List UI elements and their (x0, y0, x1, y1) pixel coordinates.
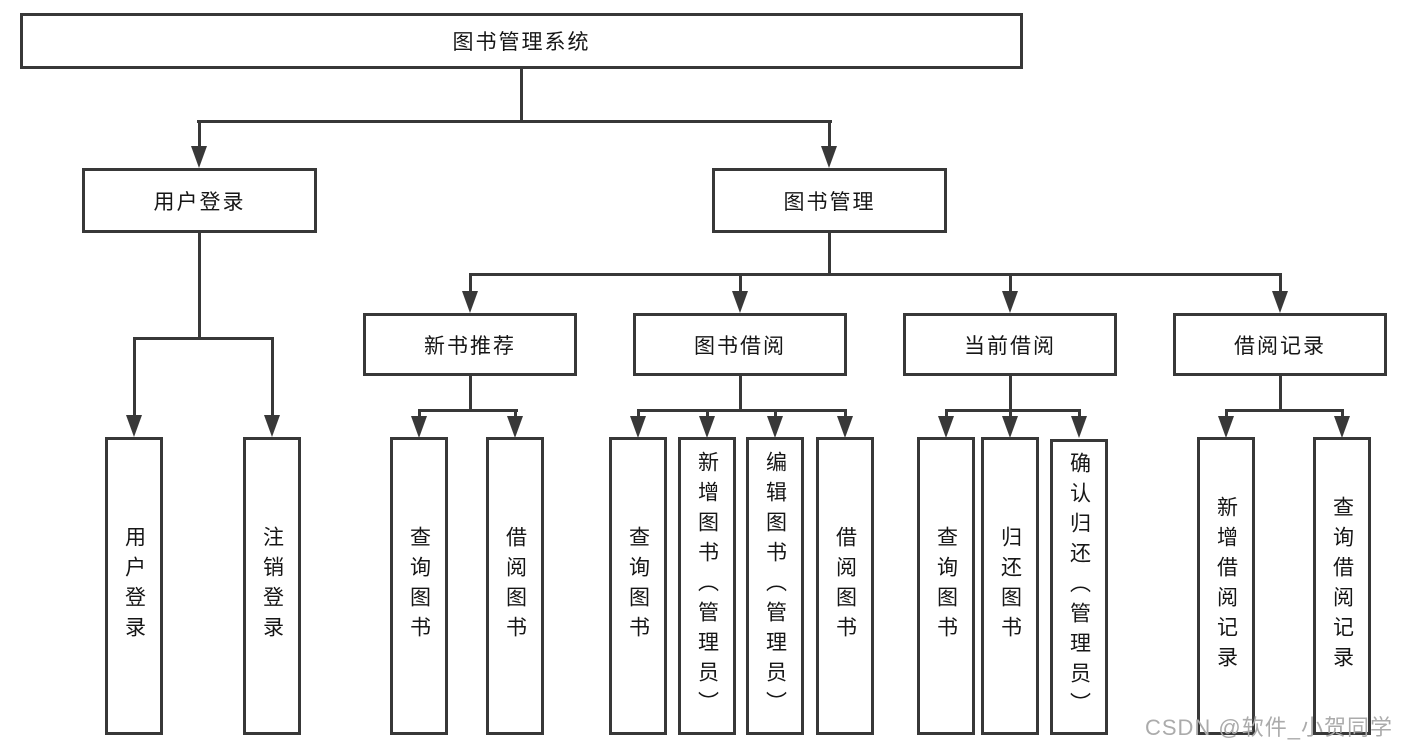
leaf-label: 确认归还（管理员） (1067, 452, 1091, 722)
connector-to-leaf (637, 409, 640, 419)
connector-new-book-stem (469, 376, 472, 412)
leaf-logout: 注销登录 (243, 437, 301, 735)
connector-to-leaf-logout (271, 337, 274, 417)
arrowhead-leaf (938, 416, 954, 438)
arrowhead-leaf (630, 416, 646, 438)
arrowhead-new-book (462, 291, 478, 313)
leaf-query-borrow-record: 查询借阅记录 (1313, 437, 1371, 735)
connector-to-leaf (1225, 409, 1228, 419)
connector-user-login-stem (198, 233, 201, 340)
connector-level3-rail (469, 273, 1282, 276)
leaf-user-login: 用户登录 (105, 437, 163, 735)
connector-borrow-records-rail (1225, 409, 1344, 412)
leaf-add-borrow-record: 新增借阅记录 (1197, 437, 1255, 735)
leaf-return-books: 归还图书 (981, 437, 1039, 735)
leaf-label: 查询借阅记录 (1330, 496, 1354, 676)
arrowhead-leaf (1002, 416, 1018, 438)
leaf-label: 用户登录 (122, 526, 146, 646)
node-label: 图书管理 (783, 190, 876, 214)
connector-book-management-stem (828, 233, 831, 276)
node-label: 用户登录 (153, 190, 246, 214)
connector-to-leaf (945, 409, 948, 419)
connector-user-login-rail (133, 337, 274, 340)
node-user-login: 用户登录 (82, 168, 317, 233)
connector-new-book-rail (418, 409, 518, 412)
arrowhead-leaf (837, 416, 853, 438)
connector-to-leaf (418, 409, 421, 419)
node-label: 图书借阅 (694, 334, 786, 358)
node-book-management: 图书管理 (712, 168, 947, 233)
connector-to-leaf (514, 409, 517, 419)
connector-to-leaf (1078, 409, 1081, 419)
node-label: 借阅记录 (1234, 334, 1326, 358)
connector-to-leaf (1341, 409, 1344, 419)
arrowhead-current-borrow (1002, 291, 1018, 313)
connector-current-borrow-rail (945, 409, 1081, 412)
leaf-label: 新增借阅记录 (1214, 496, 1238, 676)
csdn-watermark: CSDN @软件_小贺同学 (1144, 715, 1393, 740)
connector-to-leaf (844, 409, 847, 419)
arrowhead-leaf (1071, 416, 1087, 438)
leaf-label: 归还图书 (998, 526, 1022, 646)
arrowhead-leaf (1218, 416, 1234, 438)
connector-borrow-records-stem (1279, 376, 1282, 412)
arrowhead-leaf (1334, 416, 1350, 438)
leaf-label: 注销登录 (260, 526, 284, 646)
connector-book-borrow-rail (637, 409, 847, 412)
connector-to-user-login (198, 120, 201, 148)
arrowhead-leaf (767, 416, 783, 438)
leaf-label: 查询图书 (407, 526, 431, 646)
connector-current-borrow-stem (1009, 376, 1012, 412)
leaf-label: 编辑图书（管理员） (763, 451, 787, 721)
node-label: 图书管理系统 (452, 31, 591, 54)
connector-to-leaf (706, 409, 709, 419)
leaf-confirm-return-admin: 确认归还（管理员） (1050, 439, 1108, 735)
connector-to-new-book (469, 273, 472, 293)
arrowhead-book-management (821, 146, 837, 168)
arrowhead-leaf (699, 416, 715, 438)
arrowhead-book-borrow (732, 291, 748, 313)
connector-to-leaf-login (133, 337, 136, 417)
node-current-borrow: 当前借阅 (903, 313, 1117, 376)
arrowhead-leaf (507, 416, 523, 438)
arrowhead-leaf (411, 416, 427, 438)
leaf-borrow-books-recommend: 借阅图书 (486, 437, 544, 735)
connector-root-stem (520, 69, 523, 122)
leaf-label: 查询图书 (626, 526, 650, 646)
node-borrow-records: 借阅记录 (1173, 313, 1387, 376)
node-label: 新书推荐 (424, 334, 516, 358)
leaf-query-books-borrow: 查询图书 (609, 437, 667, 735)
connector-to-book-borrow (739, 273, 742, 293)
connector-to-leaf (774, 409, 777, 419)
leaf-label: 新增图书（管理员） (695, 451, 719, 721)
arrowhead-leaf-login (126, 415, 142, 437)
node-book-borrow: 图书借阅 (633, 313, 847, 376)
connector-level2-rail (197, 120, 832, 123)
leaf-query-books-current: 查询图书 (917, 437, 975, 735)
leaf-borrow-books: 借阅图书 (816, 437, 874, 735)
connector-to-borrow-records (1279, 273, 1282, 293)
connector-to-current-borrow (1009, 273, 1012, 293)
leaf-label: 查询图书 (934, 526, 958, 646)
leaf-edit-books-admin: 编辑图书（管理员） (746, 437, 804, 735)
arrowhead-borrow-records (1272, 291, 1288, 313)
leaf-add-books-admin: 新增图书（管理员） (678, 437, 736, 735)
node-new-book-recommend: 新书推荐 (363, 313, 577, 376)
arrowhead-leaf-logout (264, 415, 280, 437)
node-library-management-system: 图书管理系统 (20, 13, 1023, 69)
leaf-label: 借阅图书 (503, 526, 527, 646)
arrowhead-user-login (191, 146, 207, 168)
node-label: 当前借阅 (964, 334, 1056, 358)
connector-to-book-management (828, 120, 831, 148)
connector-book-borrow-stem (739, 376, 742, 412)
leaf-query-books-recommend: 查询图书 (390, 437, 448, 735)
connector-to-leaf (1009, 409, 1012, 419)
leaf-label: 借阅图书 (833, 526, 857, 646)
